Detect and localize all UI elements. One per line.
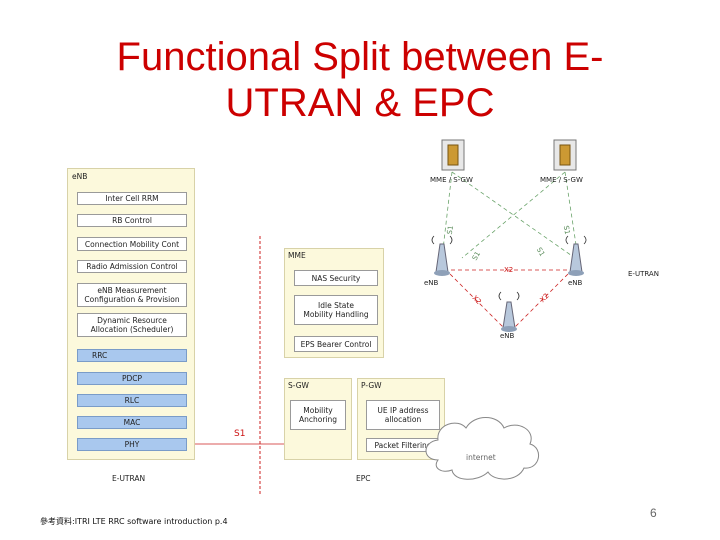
topology-x2-label: X2 <box>504 266 513 274</box>
s1-links <box>442 172 578 258</box>
enb-right-antenna-icon <box>566 236 586 276</box>
pgw-label: P-GW <box>361 381 382 390</box>
enb-layer-rrc: RRC <box>77 349 187 362</box>
enb-label: eNB <box>72 172 87 181</box>
topology-enb-right-label: eNB <box>568 279 582 287</box>
mme-sgw-right-icon <box>554 140 576 170</box>
topology-enb-left-label: eNB <box>424 279 438 287</box>
sgw-function-mobility-anchoring: Mobility Anchoring <box>290 400 346 430</box>
topology-node-left-label: MME / S-GW <box>430 176 473 184</box>
enb-layer-rlc: RLC <box>77 394 187 407</box>
enb-layer-pdcp: PDCP <box>77 372 187 385</box>
mme-function-nas-security: NAS Security <box>294 270 378 286</box>
enb-function-inter-cell-rrm: Inter Cell RRM <box>77 192 187 205</box>
footer-reference: 參考資料:ITRI LTE RRC software introduction … <box>40 516 228 527</box>
topology-node-right-label: MME / S-GW <box>540 176 583 184</box>
mme-function-idle-mobility: Idle State Mobility Handling <box>294 295 378 325</box>
enb-layer-mac: MAC <box>77 416 187 429</box>
epc-label: EPC <box>356 474 371 483</box>
enb-function-scheduler: Dynamic Resource Allocation (Scheduler) <box>77 313 187 337</box>
page-number: 6 <box>650 506 657 520</box>
internet-cloud-icon <box>418 408 548 486</box>
topology-enb-bottom-label: eNB <box>500 332 514 340</box>
enb-function-rb-control: RB Control <box>77 214 187 227</box>
s1-label: S1 <box>234 429 245 439</box>
enb-left-antenna-icon <box>432 236 452 276</box>
s1-divider <box>255 236 265 494</box>
slide-title: Functional Split between E- UTRAN & EPC <box>40 34 680 126</box>
title-line-1: Functional Split between E- <box>40 34 680 80</box>
topology-s1-label-1: S1 <box>446 225 455 235</box>
s1-link-3 <box>462 172 565 258</box>
internet-label: internet <box>466 453 496 462</box>
sgw-label: S-GW <box>288 381 309 390</box>
enb-function-connection-mobility: Connection Mobility Cont <box>77 237 187 251</box>
network-topology <box>400 130 690 350</box>
mme-function-eps-bearer: EPS Bearer Control <box>294 336 378 352</box>
enb-function-radio-admission: Radio Admission Control <box>77 260 187 273</box>
topology-eutran-label: E-UTRAN <box>628 270 659 278</box>
enb-function-measurement-config: eNB Measurement Configuration & Provisio… <box>77 283 187 307</box>
enb-layer-phy: PHY <box>77 438 187 451</box>
title-line-2: UTRAN & EPC <box>40 80 680 126</box>
s1-link-2 <box>452 172 575 258</box>
topology-s1-label-4: S1 <box>562 225 571 235</box>
mme-sgw-left-icon <box>442 140 464 170</box>
eutran-label: E-UTRAN <box>112 474 145 483</box>
mme-label: MME <box>288 251 306 260</box>
